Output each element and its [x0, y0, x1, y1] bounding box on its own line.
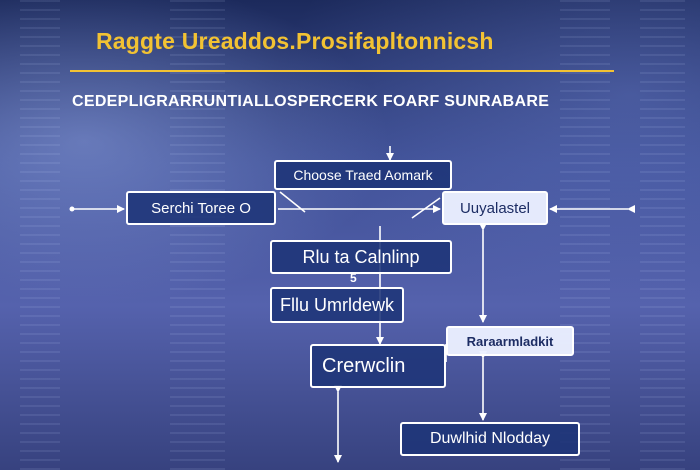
step-marker: 5: [350, 271, 357, 285]
search-node[interactable]: Serchi Toree O: [126, 191, 276, 225]
parameter-node[interactable]: Raraarmladkit: [446, 326, 574, 356]
create-node[interactable]: Crerwclin: [310, 344, 446, 388]
trigger-node[interactable]: Rlu ta Calnlinp: [270, 240, 452, 274]
diagram-subtitle: CEDEPLIGRARRUNTIALLOSPERCERK FOARF SUNRA…: [72, 93, 550, 110]
choose-node[interactable]: Choose Traed Aomark: [274, 160, 452, 190]
diagram-title: Raggte Ureaddos.Prosifapltonnicsh: [96, 28, 494, 54]
fill-node[interactable]: Fllu Umrldewk: [270, 287, 404, 323]
arrow-choose-diagonal: [279, 191, 306, 213]
arrow-update-back: [411, 197, 441, 219]
download-node[interactable]: Duwlhid Nlodday: [400, 422, 580, 456]
update-node[interactable]: Uuyalastel: [442, 191, 548, 225]
title-divider: [70, 70, 614, 72]
